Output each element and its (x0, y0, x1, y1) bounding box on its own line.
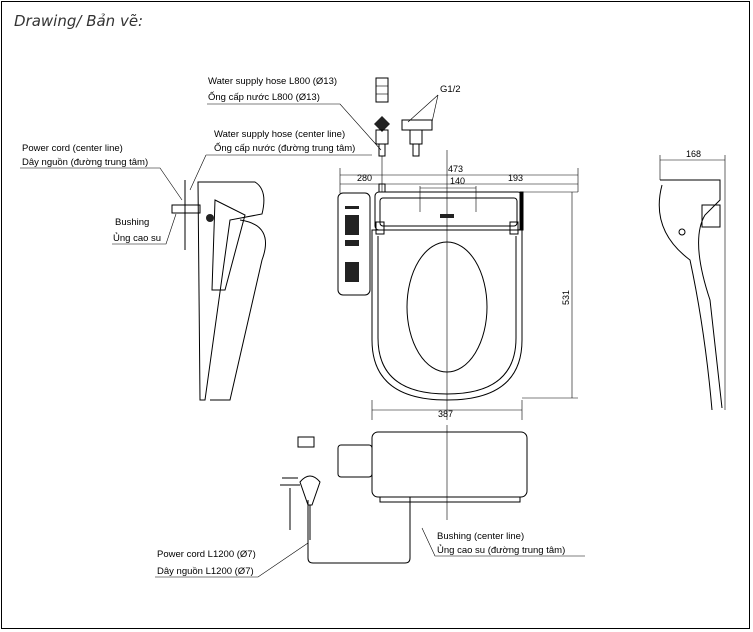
left-side-view (171, 180, 266, 401)
label-bushing-center-vi: Ủng cao su (đường trung tâm) (437, 544, 565, 556)
label-bushing-center-en: Bushing (center line) (437, 531, 524, 542)
label-power-cord-en: Power cord L1200 (Ø7) (157, 549, 256, 560)
dim-seat-width: 387 (438, 409, 453, 419)
control-panel (337, 192, 371, 296)
front-dimensions: 473 280 193 140 531 387 (339, 164, 579, 420)
label-bushing-en: Bushing (115, 217, 149, 228)
label-water-center-en: Water supply hose (center line) (214, 129, 345, 140)
dim-left-offset: 280 (357, 173, 372, 183)
front-view (371, 150, 524, 420)
label-power-cord-vi: Dây nguồn L1200 (Ø7) (157, 566, 254, 577)
dim-side-depth: 168 (686, 149, 701, 159)
label-thread-size: G1/2 (440, 84, 461, 95)
label-water-hose-en: Water supply hose L800 (Ø13) (208, 76, 337, 87)
drawing-title: Drawing/ Bản vẽ: (14, 12, 144, 30)
dim-overall-width: 473 (448, 164, 463, 174)
dim-seat-length: 531 (561, 290, 571, 305)
dim-right-offset: 193 (508, 173, 523, 183)
label-power-center-en: Power cord (center line) (22, 143, 123, 154)
label-water-center-vi: Ống cấp nước (đường trung tâm) (214, 142, 355, 154)
annotations: Water supply hose L800 (Ø13) Ống cấp nướ… (20, 76, 585, 578)
label-bushing-vi: Ủng cao su (113, 232, 161, 244)
label-water-hose-vi: Ống cấp nước L800 (Ø13) (208, 91, 320, 103)
right-side-view: 168 (658, 149, 726, 411)
label-power-center-vi: Dây nguồn (đường trung tâm) (22, 157, 148, 168)
water-fittings (374, 77, 433, 193)
dim-mount-spacing: 140 (450, 176, 465, 186)
bottom-view (280, 425, 528, 564)
